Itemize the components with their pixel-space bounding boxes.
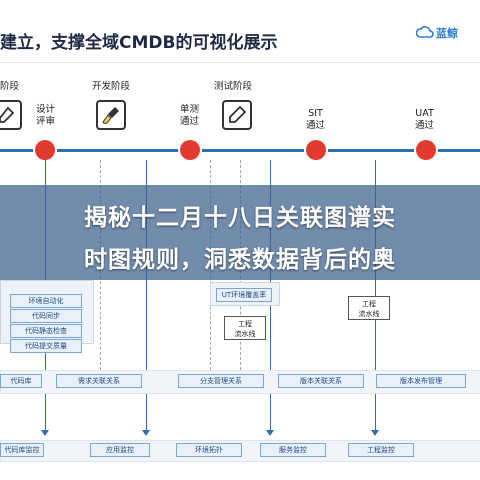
arrow-down-icon xyxy=(266,430,274,436)
lane-item: 分支管理关系 xyxy=(178,374,264,388)
milestone-label-unit-test: 单测 通过 xyxy=(180,104,200,127)
milestone-label-sit: SIT 通过 xyxy=(306,108,326,131)
panel-item: 代码静态检查 xyxy=(10,324,82,338)
lane-item: 版本关联关系 xyxy=(278,374,364,388)
lane-item: 需求关联关系 xyxy=(56,374,142,388)
timeline-axis xyxy=(0,149,480,152)
lane-item: 代码库 xyxy=(0,374,42,388)
milestone-marker xyxy=(180,140,200,160)
document-icon xyxy=(0,100,22,130)
arrow-down-icon xyxy=(142,430,150,436)
panel-item: 环境自动化 xyxy=(10,294,82,308)
headline-line-1: 揭秘十二月十八日关联图谱实 xyxy=(84,205,396,231)
phase-label-test: 测试阶段 xyxy=(214,81,253,92)
logo-text: 蓝鲸 xyxy=(436,27,458,40)
lane-item: 版本发布管理 xyxy=(376,374,466,388)
phase-label-design: 阶段 xyxy=(0,81,20,92)
arrow-down-icon xyxy=(371,430,379,436)
arrow-down-icon xyxy=(41,430,49,436)
cloud-icon xyxy=(416,26,434,38)
milestone-label-uat: UAT 通过 xyxy=(415,108,435,131)
panel-item: UT环境覆盖率 xyxy=(216,288,272,302)
phase-label-dev: 开发阶段 xyxy=(92,81,131,92)
panel-item: 代码同步 xyxy=(10,309,82,323)
pipeline-box: 工程 流水线 xyxy=(348,296,390,320)
headline-banner xyxy=(0,185,480,280)
page-title: 建立，支撑全域CMDB的可视化展示 xyxy=(0,33,278,53)
connector-line xyxy=(146,160,147,430)
lane-item: 应用监控 xyxy=(90,443,150,457)
lane-item: 代码库监控 xyxy=(0,443,44,457)
brand-logo: 蓝鲸 xyxy=(416,22,472,44)
milestone-label-design-review: 设计 评审 xyxy=(36,104,56,127)
milestone-marker xyxy=(35,140,55,160)
lane-item: 工程监控 xyxy=(348,443,414,457)
connector-line xyxy=(375,160,376,430)
pipeline-box: 工程 流水线 xyxy=(224,316,266,340)
header-divider xyxy=(0,62,480,63)
headline-line-2: 时图规则，洞悉数据背后的奥 xyxy=(84,247,396,273)
lane-item: 服务监控 xyxy=(260,443,326,457)
pencil-icon xyxy=(222,100,252,130)
brush-icon xyxy=(96,100,126,130)
lane-item: 环境拓扑 xyxy=(176,443,242,457)
milestone-marker xyxy=(306,140,326,160)
panel-item: 代码提交质量 xyxy=(10,339,82,353)
milestone-marker xyxy=(416,140,436,160)
